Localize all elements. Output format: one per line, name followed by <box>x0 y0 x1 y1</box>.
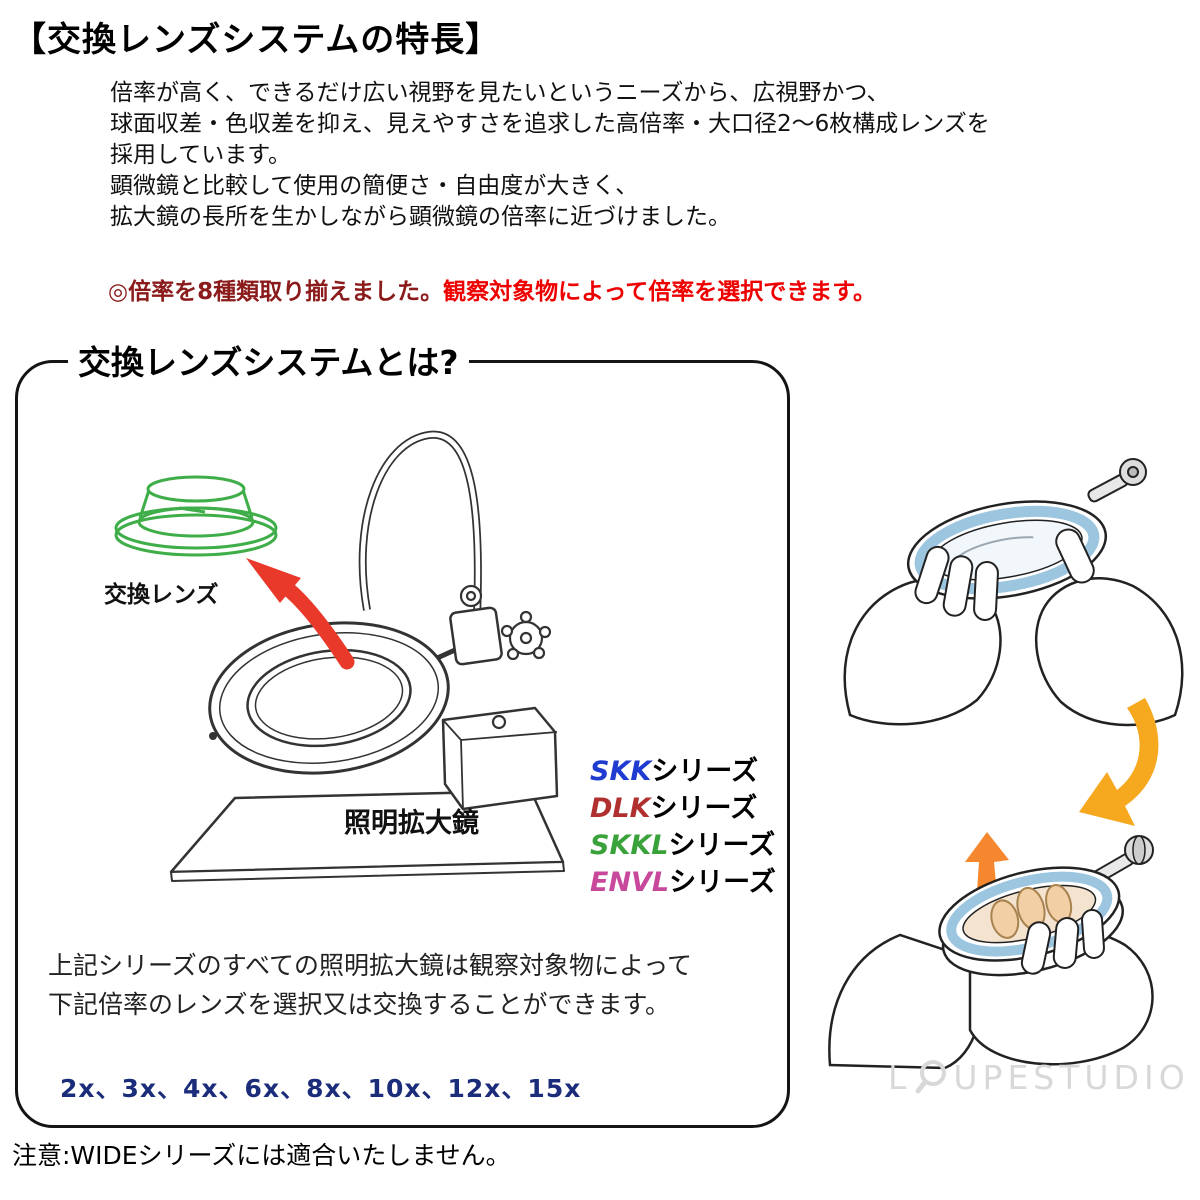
box-description: 上記シリーズのすべての照明拡大鏡は観察対象物によって 下記倍率のレンズを選択又は… <box>48 946 692 1024</box>
highlight-lead: ◎倍率を8種類取り揃えました。 <box>108 279 444 305</box>
loupe-icon <box>915 1060 947 1094</box>
replacement-lens-drawing <box>114 475 278 557</box>
box-title: 交換レンズシステムとは? <box>68 336 469 384</box>
lens-swap-arrow <box>246 558 355 670</box>
replacement-lens-label: 交換レンズ <box>104 582 219 608</box>
watermark-suffix: UPESTUDIO <box>953 1057 1190 1097</box>
magnifier-label: 照明拡大鏡 <box>344 808 479 839</box>
clamp-knobs <box>459 584 552 661</box>
series-suffix: シリーズ <box>668 830 776 861</box>
series-code: ENVL <box>590 867 670 898</box>
lens-system-box: 交換レンズシステムとは? <box>15 336 790 1128</box>
series-item: ENVLシリーズ <box>590 864 776 901</box>
series-suffix: シリーズ <box>651 756 758 787</box>
footer-note: 注意:WIDEシリーズには適合いたしません。 <box>12 1141 511 1170</box>
intro-line: 拡大鏡の長所を生かしながら顕微鏡の倍率に近づけました。 <box>110 204 731 230</box>
box-description-line: 上記シリーズのすべての照明拡大鏡は観察対象物によって <box>48 951 693 980</box>
series-code: SKK <box>590 756 652 787</box>
series-item: SKKLシリーズ <box>590 827 776 864</box>
hands-holding-ring-bottom <box>828 835 1154 1070</box>
magnification-list: 2x、3x、4x、6x、8x、10x、12x、15x <box>60 1074 582 1103</box>
highlight-note: ◎倍率を8種類取り揃えました。観察対象物によって倍率を選択できます。 <box>108 272 876 306</box>
intro-line: 採用しています。 <box>110 142 292 168</box>
series-list: SKKシリーズ DLKシリーズ SKKLシリーズ ENVLシリーズ <box>590 753 776 901</box>
hands-holding-ring-top <box>843 458 1184 727</box>
intro-line: 倍率が高く、できるだけ広い視野を見たいというニーズから、広視野かつ、 <box>110 80 890 106</box>
series-suffix: シリーズ <box>669 867 776 898</box>
series-item: SKKシリーズ <box>590 753 776 790</box>
rotate-arrow <box>1079 698 1159 826</box>
intro-paragraph: 倍率が高く、できるだけ広い視野を見たいというニーズから、広視野かつ、 球面収差・… <box>110 78 990 233</box>
series-suffix: シリーズ <box>650 793 758 824</box>
hands-exchanging-lens-illustration <box>828 458 1184 1070</box>
lamp-lens-ring <box>208 621 450 775</box>
series-code: DLK <box>590 793 651 824</box>
highlight-tail: 観察対象物によって倍率を選択できます。 <box>443 279 876 305</box>
intro-line: 顕微鏡と比較して使用の簡便さ・自由度が大きく、 <box>110 173 639 199</box>
series-item: DLKシリーズ <box>590 790 776 827</box>
box-description-line: 下記倍率のレンズを選択又は交換することができます。 <box>48 990 671 1019</box>
insert-arrow <box>965 832 1009 906</box>
watermark-logo: L UPESTUDIO <box>888 1058 1190 1096</box>
page-title: 【交換レンズシステムの特長】 <box>12 20 501 60</box>
watermark-prefix: L <box>888 1057 912 1097</box>
illuminated-magnifier-illustration <box>114 430 565 882</box>
series-code: SKKL <box>590 830 669 861</box>
intro-line: 球面収差・色収差を抑え、見えやすさを追求した高倍率・大口径2〜6枚構成レンズを <box>110 111 990 137</box>
